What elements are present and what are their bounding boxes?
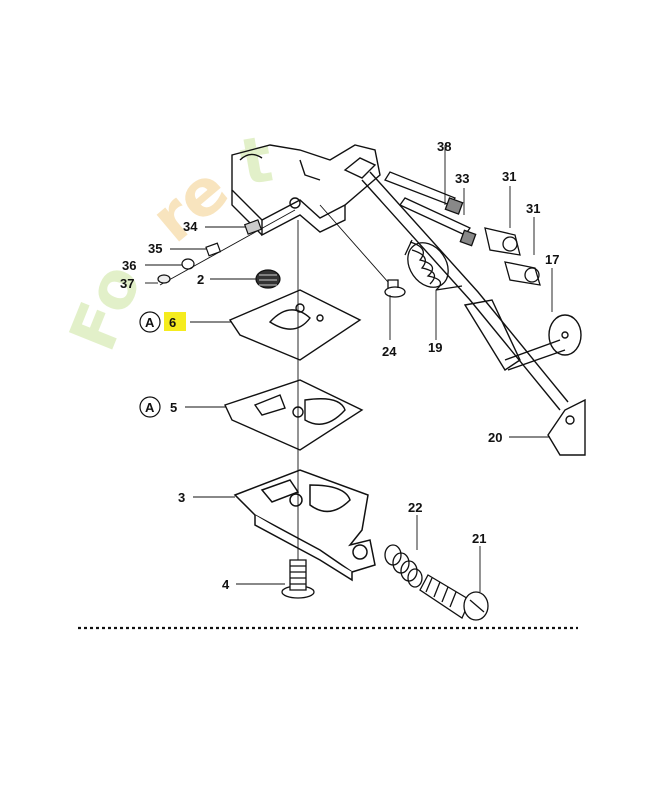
circle-a-marker-2: A — [139, 396, 161, 418]
diaphragm-5 — [224, 379, 364, 451]
screw-4 — [281, 559, 315, 599]
label-35: 35 — [148, 241, 162, 256]
label-34: 34 — [183, 219, 198, 234]
label-2: 2 — [197, 272, 204, 287]
fuel-inlet-fittings — [157, 209, 296, 286]
part-number-labels: 34 35 36 37 2 5 3 4 24 19 20 22 21 17 33… — [120, 139, 559, 592]
throttle-lever-20 — [547, 398, 586, 456]
label-24: 24 — [382, 344, 397, 359]
label-22: 22 — [408, 500, 422, 515]
return-spring-19 — [404, 239, 463, 291]
label-37: 37 — [120, 276, 134, 291]
label-38-partial: 38 — [437, 139, 451, 154]
highlighted-label-6: 6 — [164, 312, 186, 331]
carburetor-body — [231, 144, 381, 237]
circle-a-label-1: A — [145, 315, 155, 330]
label-6: 6 — [169, 315, 176, 330]
needle-assemblies — [384, 145, 541, 286]
label-20: 20 — [488, 430, 502, 445]
gasket-6 — [228, 289, 362, 361]
label-17: 17 — [545, 252, 559, 267]
svg-text:Fo: Fo — [56, 254, 156, 361]
screw-24 — [319, 204, 406, 298]
pump-cover-3 — [233, 469, 376, 582]
circle-a-label-2: A — [145, 400, 155, 415]
washer-17 — [548, 314, 582, 356]
label-31a: 31 — [502, 169, 516, 184]
label-36: 36 — [122, 258, 136, 273]
label-5: 5 — [170, 400, 177, 415]
spring-22 — [384, 544, 423, 588]
label-21: 21 — [472, 531, 486, 546]
leader-lines — [145, 186, 553, 592]
label-3: 3 — [178, 490, 185, 505]
circle-a-marker-1: A — [139, 311, 161, 333]
label-31b: 31 — [526, 201, 540, 216]
label-19: 19 — [428, 340, 442, 355]
adjusting-screw-21 — [419, 574, 489, 621]
label-33: 33 — [455, 171, 469, 186]
svg-text:t: t — [235, 123, 278, 201]
filter-screen-2 — [255, 269, 281, 289]
highlight-box — [164, 312, 186, 331]
label-4: 4 — [222, 577, 230, 592]
